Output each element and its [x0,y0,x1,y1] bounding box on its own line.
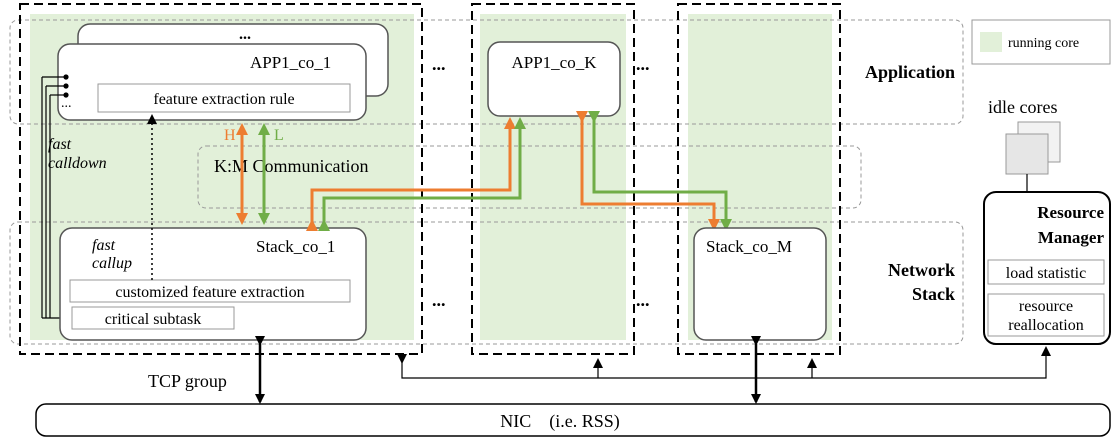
resource-manager-title-2: Manager [1038,228,1105,247]
feature-extraction-rule-box [97,83,351,113]
critical-subtask-box [71,306,235,330]
idle-cores-label: idle cores [988,97,1057,117]
low-path-appk-stackm [588,111,732,231]
km-communication-label: K:M Communication [214,156,369,176]
calldown-small-ellipsis: ... [61,96,72,111]
network-stack-layer [9,221,964,345]
customized-feature-extraction-label: customized feature extraction [115,284,304,301]
ellipsis-app-2: ... [636,54,650,74]
low-priority-label: L [274,127,284,144]
customized-feature-extraction-box [69,279,351,303]
critical-subtask-label: critical subtask [105,311,201,328]
legend-box [971,19,1111,65]
nic-box [35,403,1111,437]
nic-label: NIC (i.e. RSS) [500,411,620,432]
control-bus [397,346,1051,379]
km-communication-region [197,145,862,209]
ellipsis-stack-1: ... [432,290,446,310]
resource-reallocation-label-2: reallocation [1008,317,1084,334]
network-layer-label-1: Network [888,260,955,280]
ellipsis-app-1: ... [432,54,446,74]
fast-calldown-label-2: calldown [48,155,107,172]
fast-calldown-label-1: fast [48,136,72,153]
resource-manager-title-1: Resource [1037,203,1104,222]
low-path-stack1-appk [318,117,526,231]
load-statistic-box [987,259,1105,285]
fast-callup-label-1: fast [92,237,116,254]
tcp-group-label: TCP group [148,371,227,391]
application-layer-label: Application [865,62,955,82]
app1-co-k-label: APP1_co_K [511,53,597,72]
stack-co-1-label: Stack_co_1 [256,237,335,256]
high-priority-label: H [224,127,236,144]
legend-label: running core [1008,36,1079,51]
feature-extraction-rule-label: feature extraction rule [153,91,294,108]
fast-callup-label-2: callup [92,255,132,272]
app1-co-1-label: APP1_co_1 [250,53,331,72]
stack-co-m-label: Stack_co_M [706,237,792,256]
app1-co-k-box [487,41,621,117]
load-statistic-label: load statistic [1006,265,1086,282]
resource-reallocation-label-1: resource [1019,298,1073,315]
legend-swatch [980,32,1002,52]
idle-cores-icon [1005,121,1061,175]
network-layer-label-2: Stack [912,284,955,304]
ellipsis-stack-2: ... [636,290,650,310]
app-stack-ellipsis: ... [239,26,251,43]
resource-reallocation-box [987,293,1105,337]
